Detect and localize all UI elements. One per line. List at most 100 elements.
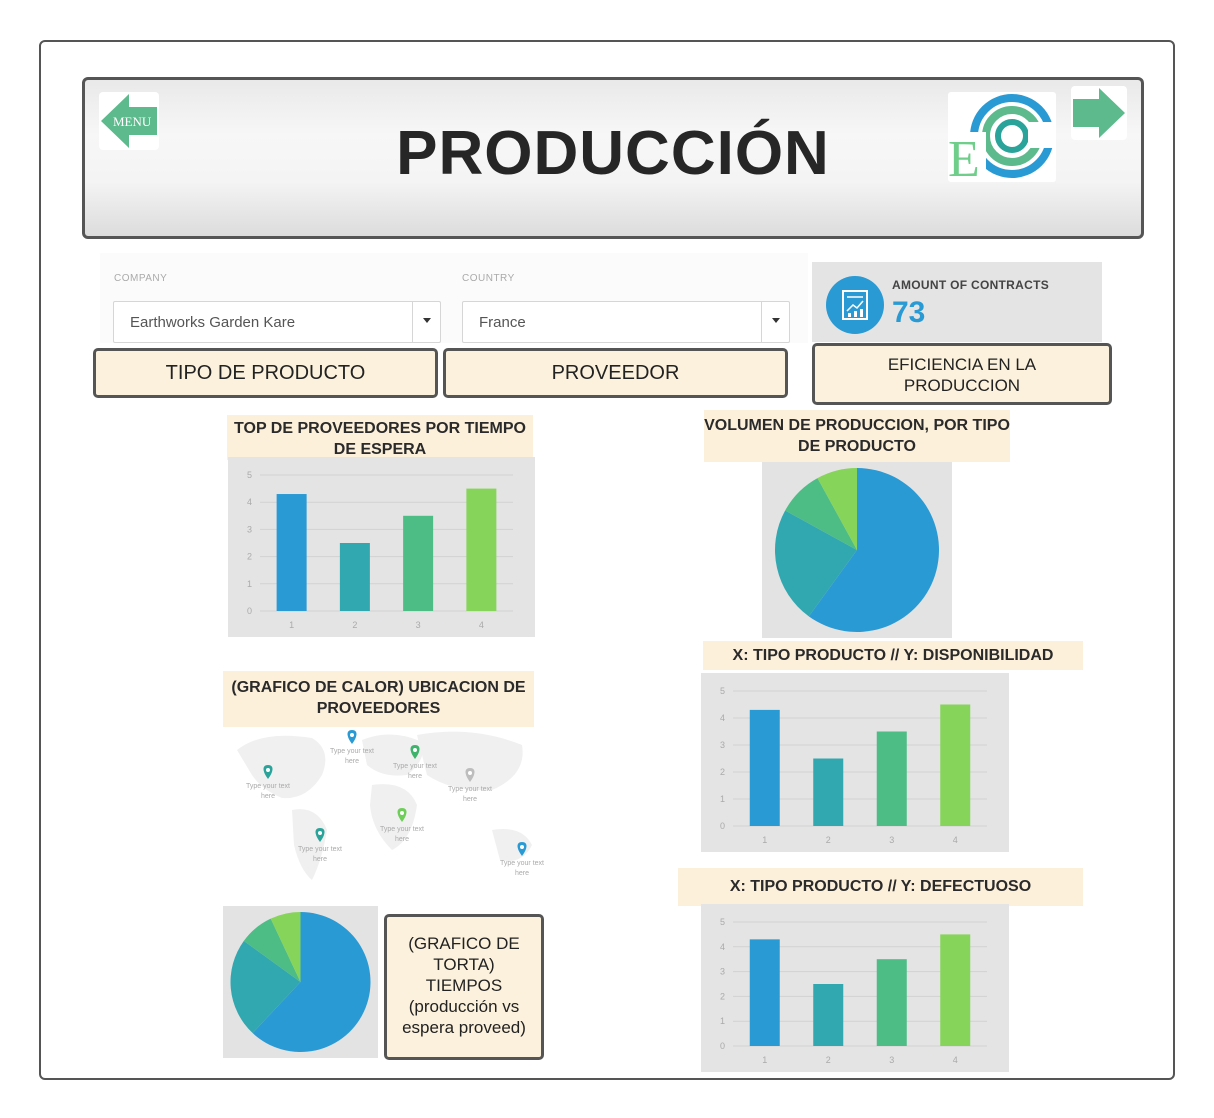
y-tick-label: 2 [247,552,252,562]
x-tick-label: 1 [762,1055,767,1065]
x-tick-label: 3 [889,1055,894,1065]
bar [813,758,844,826]
y-tick-label: 0 [247,606,252,616]
continent-shape [370,784,417,850]
x-tick-label: 1 [762,835,767,845]
y-tick-label: 2 [720,991,725,1001]
y-tick-label: 0 [720,821,725,831]
map-pin-label: here [313,856,327,863]
section-title-top-proveedores: TOP DE PROVEEDORES POR TIEMPO DE ESPERA [227,415,533,460]
x-tick-label: 4 [953,835,958,845]
x-tick-label: 2 [826,835,831,845]
pie-slice [817,468,857,550]
chevron-down-icon[interactable] [412,302,440,342]
next-button[interactable] [1071,86,1127,140]
country-select[interactable]: France [462,301,790,343]
y-tick-label: 5 [720,917,725,927]
header-banner: MENU PRODUCCIÓN E [82,77,1144,239]
bar [339,543,370,611]
pie-slice [270,912,301,982]
map-pin-label: Type your text [393,763,437,770]
pie-slice [775,510,857,617]
section-title-calor: (GRAFICO DE CALOR) UBICACION DE PROVEEDO… [223,671,534,727]
x-tick-label: 2 [352,620,357,630]
menu-button[interactable]: MENU [99,92,159,150]
x-tick-label: 1 [289,620,294,630]
company-value: Earthworks Garden Kare [130,314,296,331]
pie-chart-volumen [762,462,952,638]
map-pin-icon[interactable]: Type your text here [393,745,437,780]
y-tick-label: 3 [720,740,725,750]
bar [876,959,907,1046]
y-tick-label: 2 [720,767,725,777]
pie-slice [230,940,301,1034]
kpi-card: AMOUNT OF CONTRACTS 73 [812,262,1102,342]
chevron-down-icon[interactable] [761,302,789,342]
tab-eficiencia[interactable]: EFICIENCIA EN LA PRODUCCION [812,343,1112,405]
pie-slice [808,468,939,632]
kpi-value: 73 [892,296,926,329]
tab-proveedor[interactable]: PROVEEDOR [443,348,788,398]
x-tick-label: 2 [826,1055,831,1065]
bar [749,709,780,826]
tab-tipo-producto[interactable]: TIPO DE PRODUCTO [93,348,438,398]
map-pin-label: here [408,773,422,780]
bar [813,984,844,1046]
bar [876,731,907,826]
x-tick-label: 3 [416,620,421,630]
map-pin-label: Type your text [246,783,290,790]
y-tick-label: 3 [720,967,725,977]
logo-letter: E [948,131,980,188]
continent-shape [417,731,523,791]
y-tick-label: 1 [720,794,725,804]
bar [466,488,497,611]
y-tick-label: 4 [720,942,725,952]
bar [276,494,307,611]
continent-shape [362,734,423,776]
contract-chart-icon [826,276,884,334]
pie-chart-tiempos [223,906,378,1058]
arrow-right-icon [1073,88,1125,138]
map-pin-label: Type your text [448,786,492,793]
y-tick-label: 3 [247,524,252,534]
note-torta-tiempos: (GRAFICO DE TORTA) TIEMPOS (producción v… [384,914,544,1060]
x-tick-label: 4 [479,620,484,630]
y-tick-label: 0 [720,1041,725,1051]
page-title: PRODUCCIÓN [396,119,830,188]
map-pin-label: here [261,793,275,800]
map-pin-icon[interactable]: Type your text here [500,842,544,877]
bar [940,934,971,1046]
continent-shape [292,809,327,880]
section-title-volumen: VOLUMEN DE PRODUCCION, POR TIPO DE PRODU… [704,410,1010,462]
company-logo: E [948,92,1058,188]
map-pin-label: Type your text [298,846,342,853]
map-pin-icon[interactable]: Type your text here [246,765,290,800]
map-pin-label: Type your text [380,826,424,833]
arrow-left-icon [101,94,157,148]
y-tick-label: 5 [720,686,725,696]
bar [403,515,434,611]
y-tick-label: 4 [720,713,725,723]
map-pin-label: here [515,870,529,877]
map-pin-icon[interactable]: Type your text here [298,828,342,863]
bar [940,704,971,826]
x-tick-label: 4 [953,1055,958,1065]
y-tick-label: 5 [247,470,252,480]
map-pin-label: Type your text [500,860,544,867]
pie-chart-svg [775,468,939,632]
pie-slice [243,918,301,982]
pie-slice [252,912,371,1052]
company-select[interactable]: Earthworks Garden Kare [113,301,441,343]
country-value: France [479,314,526,331]
kpi-label: AMOUNT OF CONTRACTS [892,278,1050,292]
